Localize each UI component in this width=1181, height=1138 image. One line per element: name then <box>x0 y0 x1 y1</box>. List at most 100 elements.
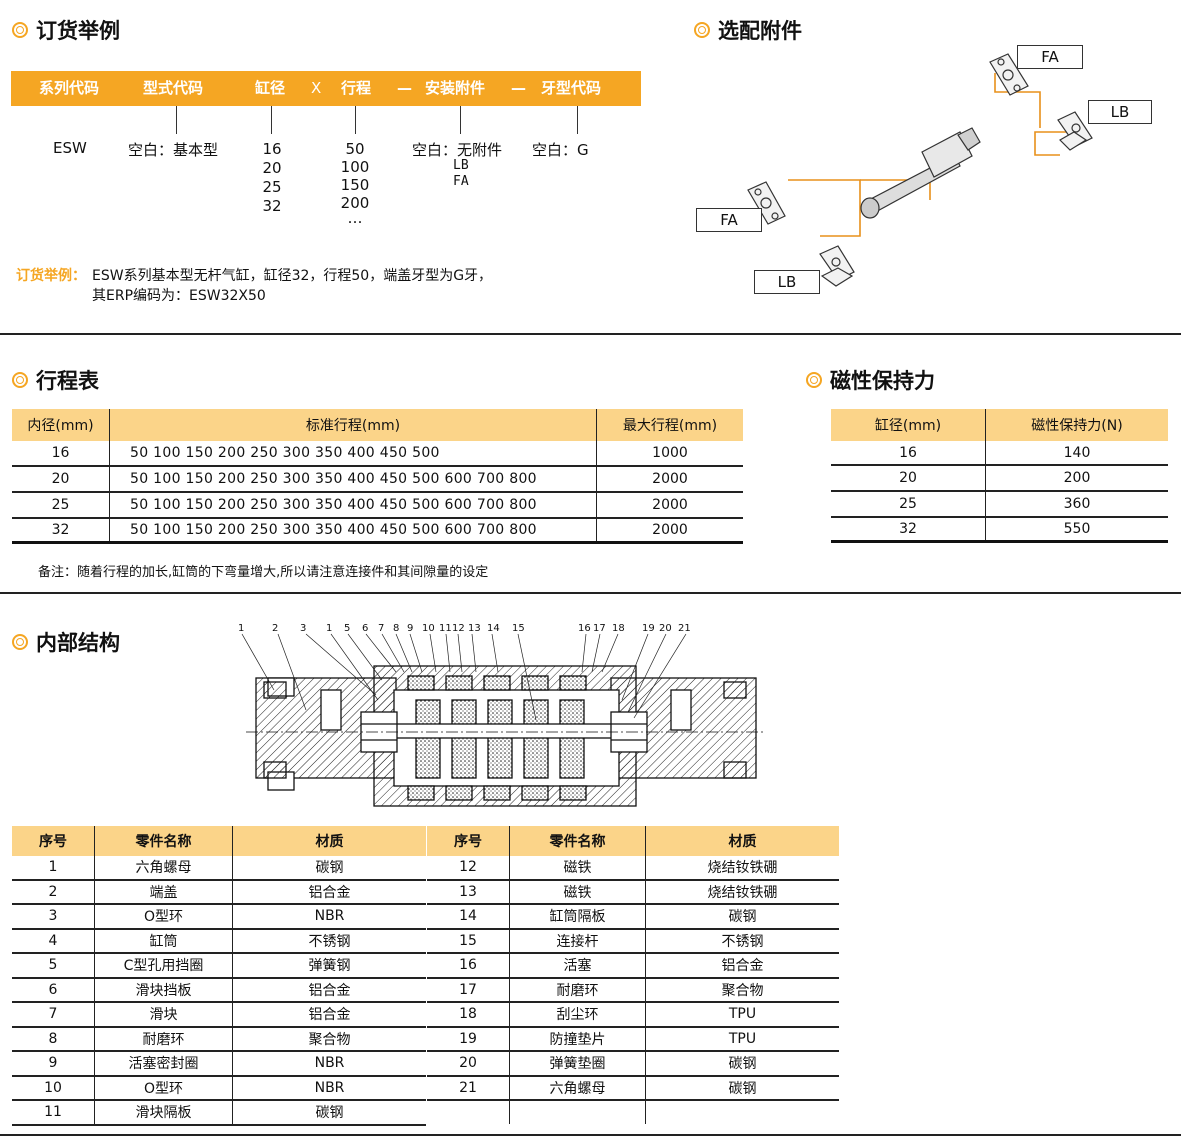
svg-text:8: 8 <box>393 623 399 634</box>
svg-text:19: 19 <box>642 623 655 634</box>
series-code-value: ESW <box>53 139 87 157</box>
svg-text:21: 21 <box>678 623 691 634</box>
svg-text:3: 3 <box>300 623 306 634</box>
structure-title-text: 内部结构 <box>36 631 120 655</box>
order-section-title: 订货举例 <box>12 15 120 45</box>
parts-header-name: 零件名称 <box>509 826 646 856</box>
stroke-note: 备注：随着行程的加长,缸筒的下弯量增大,所以请注意连接件和其间隙量的设定 <box>38 565 489 580</box>
example-line-1: ESW系列基本型无杆气缸，缸径32，行程50，端盖牙型为G牙， <box>92 268 493 284</box>
stroke-section-title: 行程表 <box>12 365 99 395</box>
svg-text:11: 11 <box>439 623 452 634</box>
parts-header-no: 序号 <box>427 826 510 856</box>
bullet-ring-icon <box>806 372 822 388</box>
parts-header-no: 序号 <box>12 826 95 856</box>
bullet-ring-icon <box>12 372 28 388</box>
structure-section-title: 内部结构 <box>12 627 120 657</box>
example-line-2: 其ERP编码为：ESW32X50 <box>92 288 266 304</box>
bar-stroke: 行程 <box>341 79 372 97</box>
stroke-title-text: 行程表 <box>36 369 99 393</box>
accessory-label-lb-bottom: LB <box>754 270 820 294</box>
divider-1 <box>0 333 1181 335</box>
bar-thread-code: 牙型代码 <box>541 79 602 97</box>
parts-header-name: 零件名称 <box>94 826 233 856</box>
svg-text:13: 13 <box>468 623 481 634</box>
svg-text:10: 10 <box>422 623 435 634</box>
thread-value: 空白：G <box>532 141 589 159</box>
bar-dash-1: — <box>397 79 412 97</box>
svg-text:1: 1 <box>326 623 332 634</box>
divider-2 <box>0 592 1181 594</box>
magnet-header-bore: 缸径(mm) <box>831 409 986 441</box>
magnet-title-text: 磁性保持力 <box>830 369 935 393</box>
accessory-label-fa-left: FA <box>696 208 762 232</box>
magnet-section-title: 磁性保持力 <box>806 365 935 395</box>
svg-text:7: 7 <box>378 623 384 634</box>
stroke-header-max: 最大行程(mm) <box>596 409 743 441</box>
structure-cross-section: 1 2 3 1 5 6 7 8 9 10 11 12 13 14 15 16 1… <box>238 623 766 807</box>
svg-text:1: 1 <box>238 623 244 634</box>
accessory-title-text: 选配附件 <box>718 19 802 43</box>
table-row: 32 550 <box>831 517 1168 543</box>
accessory-diagram <box>747 53 1093 287</box>
order-title-text: 订货举例 <box>36 19 120 43</box>
bar-x-separator: X <box>311 79 322 97</box>
bar-bore: 缸径 <box>255 79 286 97</box>
svg-text:9: 9 <box>407 623 413 634</box>
svg-text:2: 2 <box>272 623 278 634</box>
accessory-section-title: 选配附件 <box>694 15 802 45</box>
magnet-header-force: 磁性保持力(N) <box>985 409 1168 441</box>
bar-type-code: 型式代码 <box>143 79 204 97</box>
order-code-bar: 系列代码 型式代码 缸径 X 行程 — 安装附件 — 牙型代码 <box>11 71 641 106</box>
example-label: 订货举例： <box>16 268 86 284</box>
accessory-label-fa-top: FA <box>1017 45 1083 69</box>
bullet-ring-icon <box>694 22 710 38</box>
svg-text:14: 14 <box>487 623 500 634</box>
bullet-ring-icon <box>12 634 28 650</box>
bar-dash-2: — <box>511 79 526 97</box>
svg-text:6: 6 <box>362 623 368 634</box>
stroke-header-bore: 内径(mm) <box>12 409 110 441</box>
bullet-ring-icon <box>12 22 28 38</box>
bar-series-code: 系列代码 <box>39 79 100 97</box>
svg-text:15: 15 <box>512 623 525 634</box>
type-code-value: 空白：基本型 <box>128 141 219 159</box>
mount-value: 空白：无附件 <box>412 141 503 159</box>
divider-bottom <box>0 1134 1181 1136</box>
table-row <box>427 1100 839 1124</box>
svg-text:18: 18 <box>612 623 625 634</box>
accessory-label-lb-right: LB <box>1088 100 1152 124</box>
stroke-header-standard: 标准行程(mm) <box>109 409 597 441</box>
